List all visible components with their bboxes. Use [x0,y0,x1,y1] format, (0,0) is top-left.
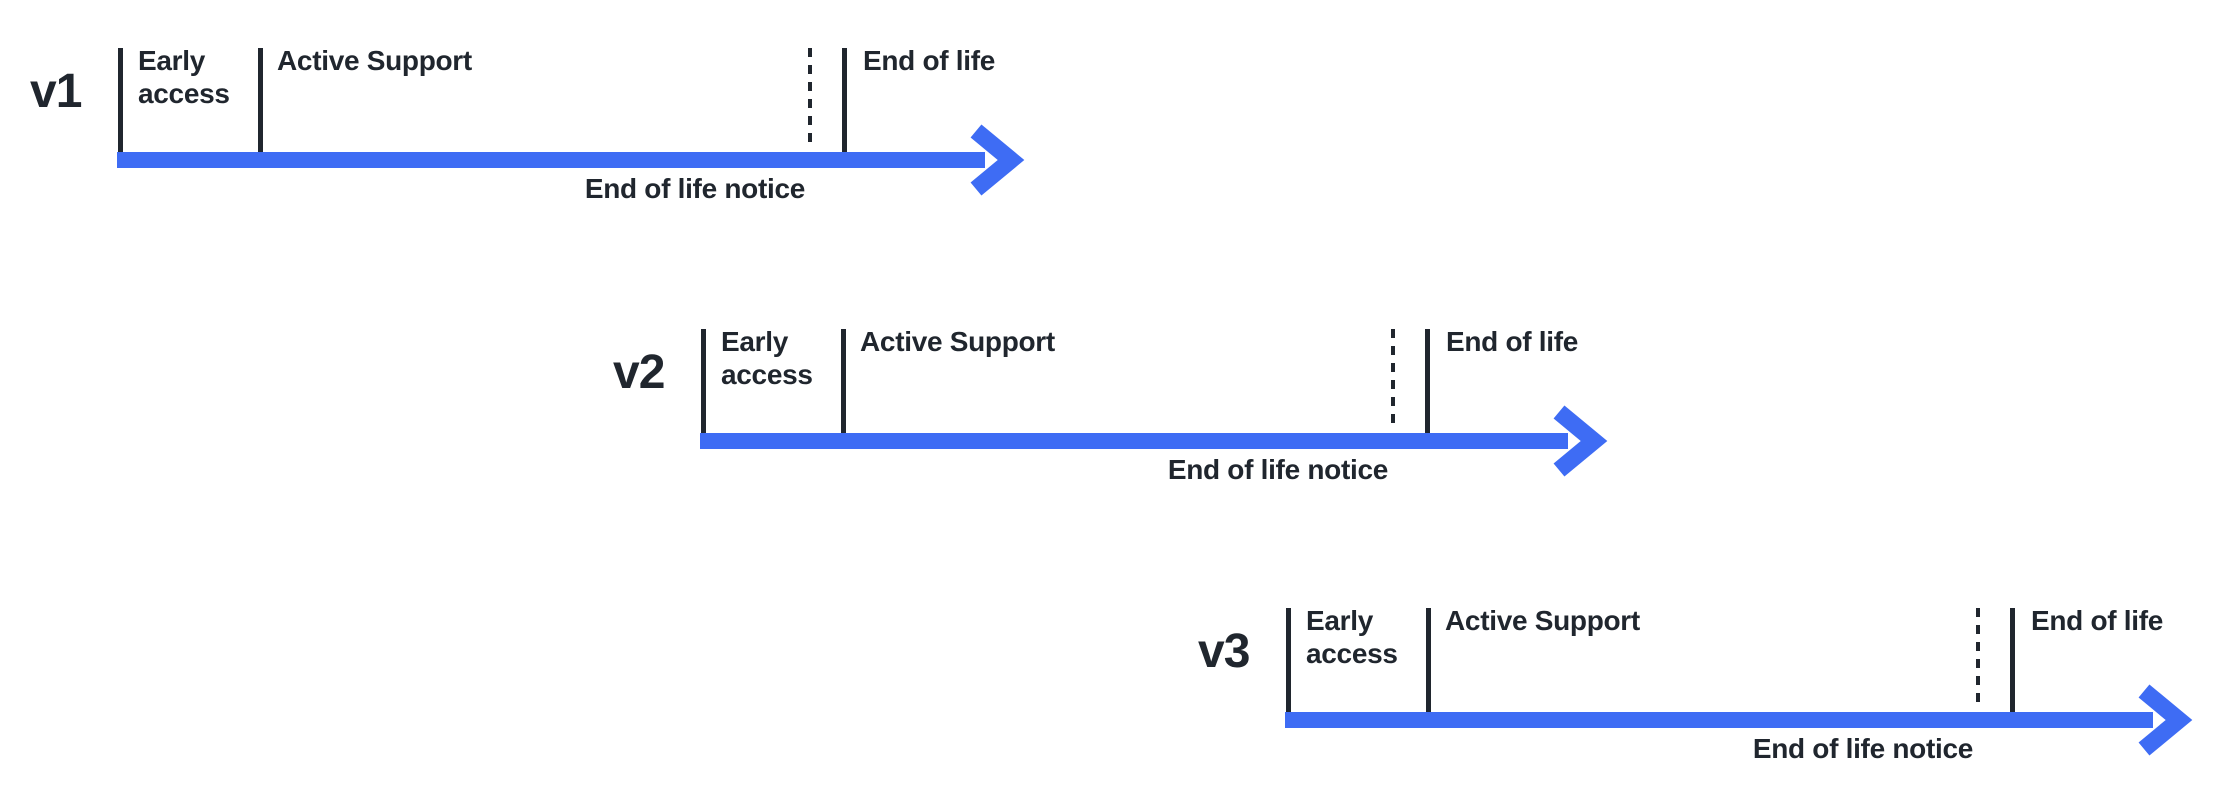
early-access-label: Early access [138,45,230,109]
early-access-start-tick [118,48,123,152]
active-support-start-tick [258,48,263,152]
timeline-arrow-icon [1285,684,2193,756]
end-of-life-notice-label: End of life notice [1167,454,1388,485]
early-access-label: Early access [721,326,813,390]
end-of-life-label: End of life [2031,605,2164,636]
timeline-arrow-icon [700,405,1608,477]
timeline-arrow-icon [117,124,1025,196]
version-label: v1 [30,65,82,118]
end-of-life-notice-dashed-tick [1976,608,1980,708]
end-of-life-tick [1425,329,1430,433]
active-support-label: Active Support [860,326,1055,357]
active-support-label: Active Support [277,45,472,76]
early-access-start-tick [701,329,706,433]
timeline-v2: v2 Early access Active Support End of li… [603,321,1633,496]
end-of-life-notice-label: End of life notice [1752,733,1973,764]
end-of-life-label: End of life [1446,326,1579,357]
timeline-v3: v3 Early access Active Support End of li… [1188,600,2218,775]
version-label: v3 [1198,625,1250,678]
timeline-v1: v1 Early access Active Support End of li… [20,40,1050,215]
end-of-life-tick [842,48,847,152]
end-of-life-notice-dashed-tick [808,48,812,148]
early-access-start-tick [1286,608,1291,712]
end-of-life-notice-label: End of life notice [584,173,805,204]
active-support-label: Active Support [1445,605,1640,636]
end-of-life-notice-dashed-tick [1391,329,1395,429]
end-of-life-tick [2010,608,2015,712]
version-label: v2 [613,346,665,399]
early-access-label: Early access [1306,605,1398,669]
active-support-start-tick [1426,608,1431,712]
active-support-start-tick [841,329,846,433]
end-of-life-label: End of life [863,45,996,76]
